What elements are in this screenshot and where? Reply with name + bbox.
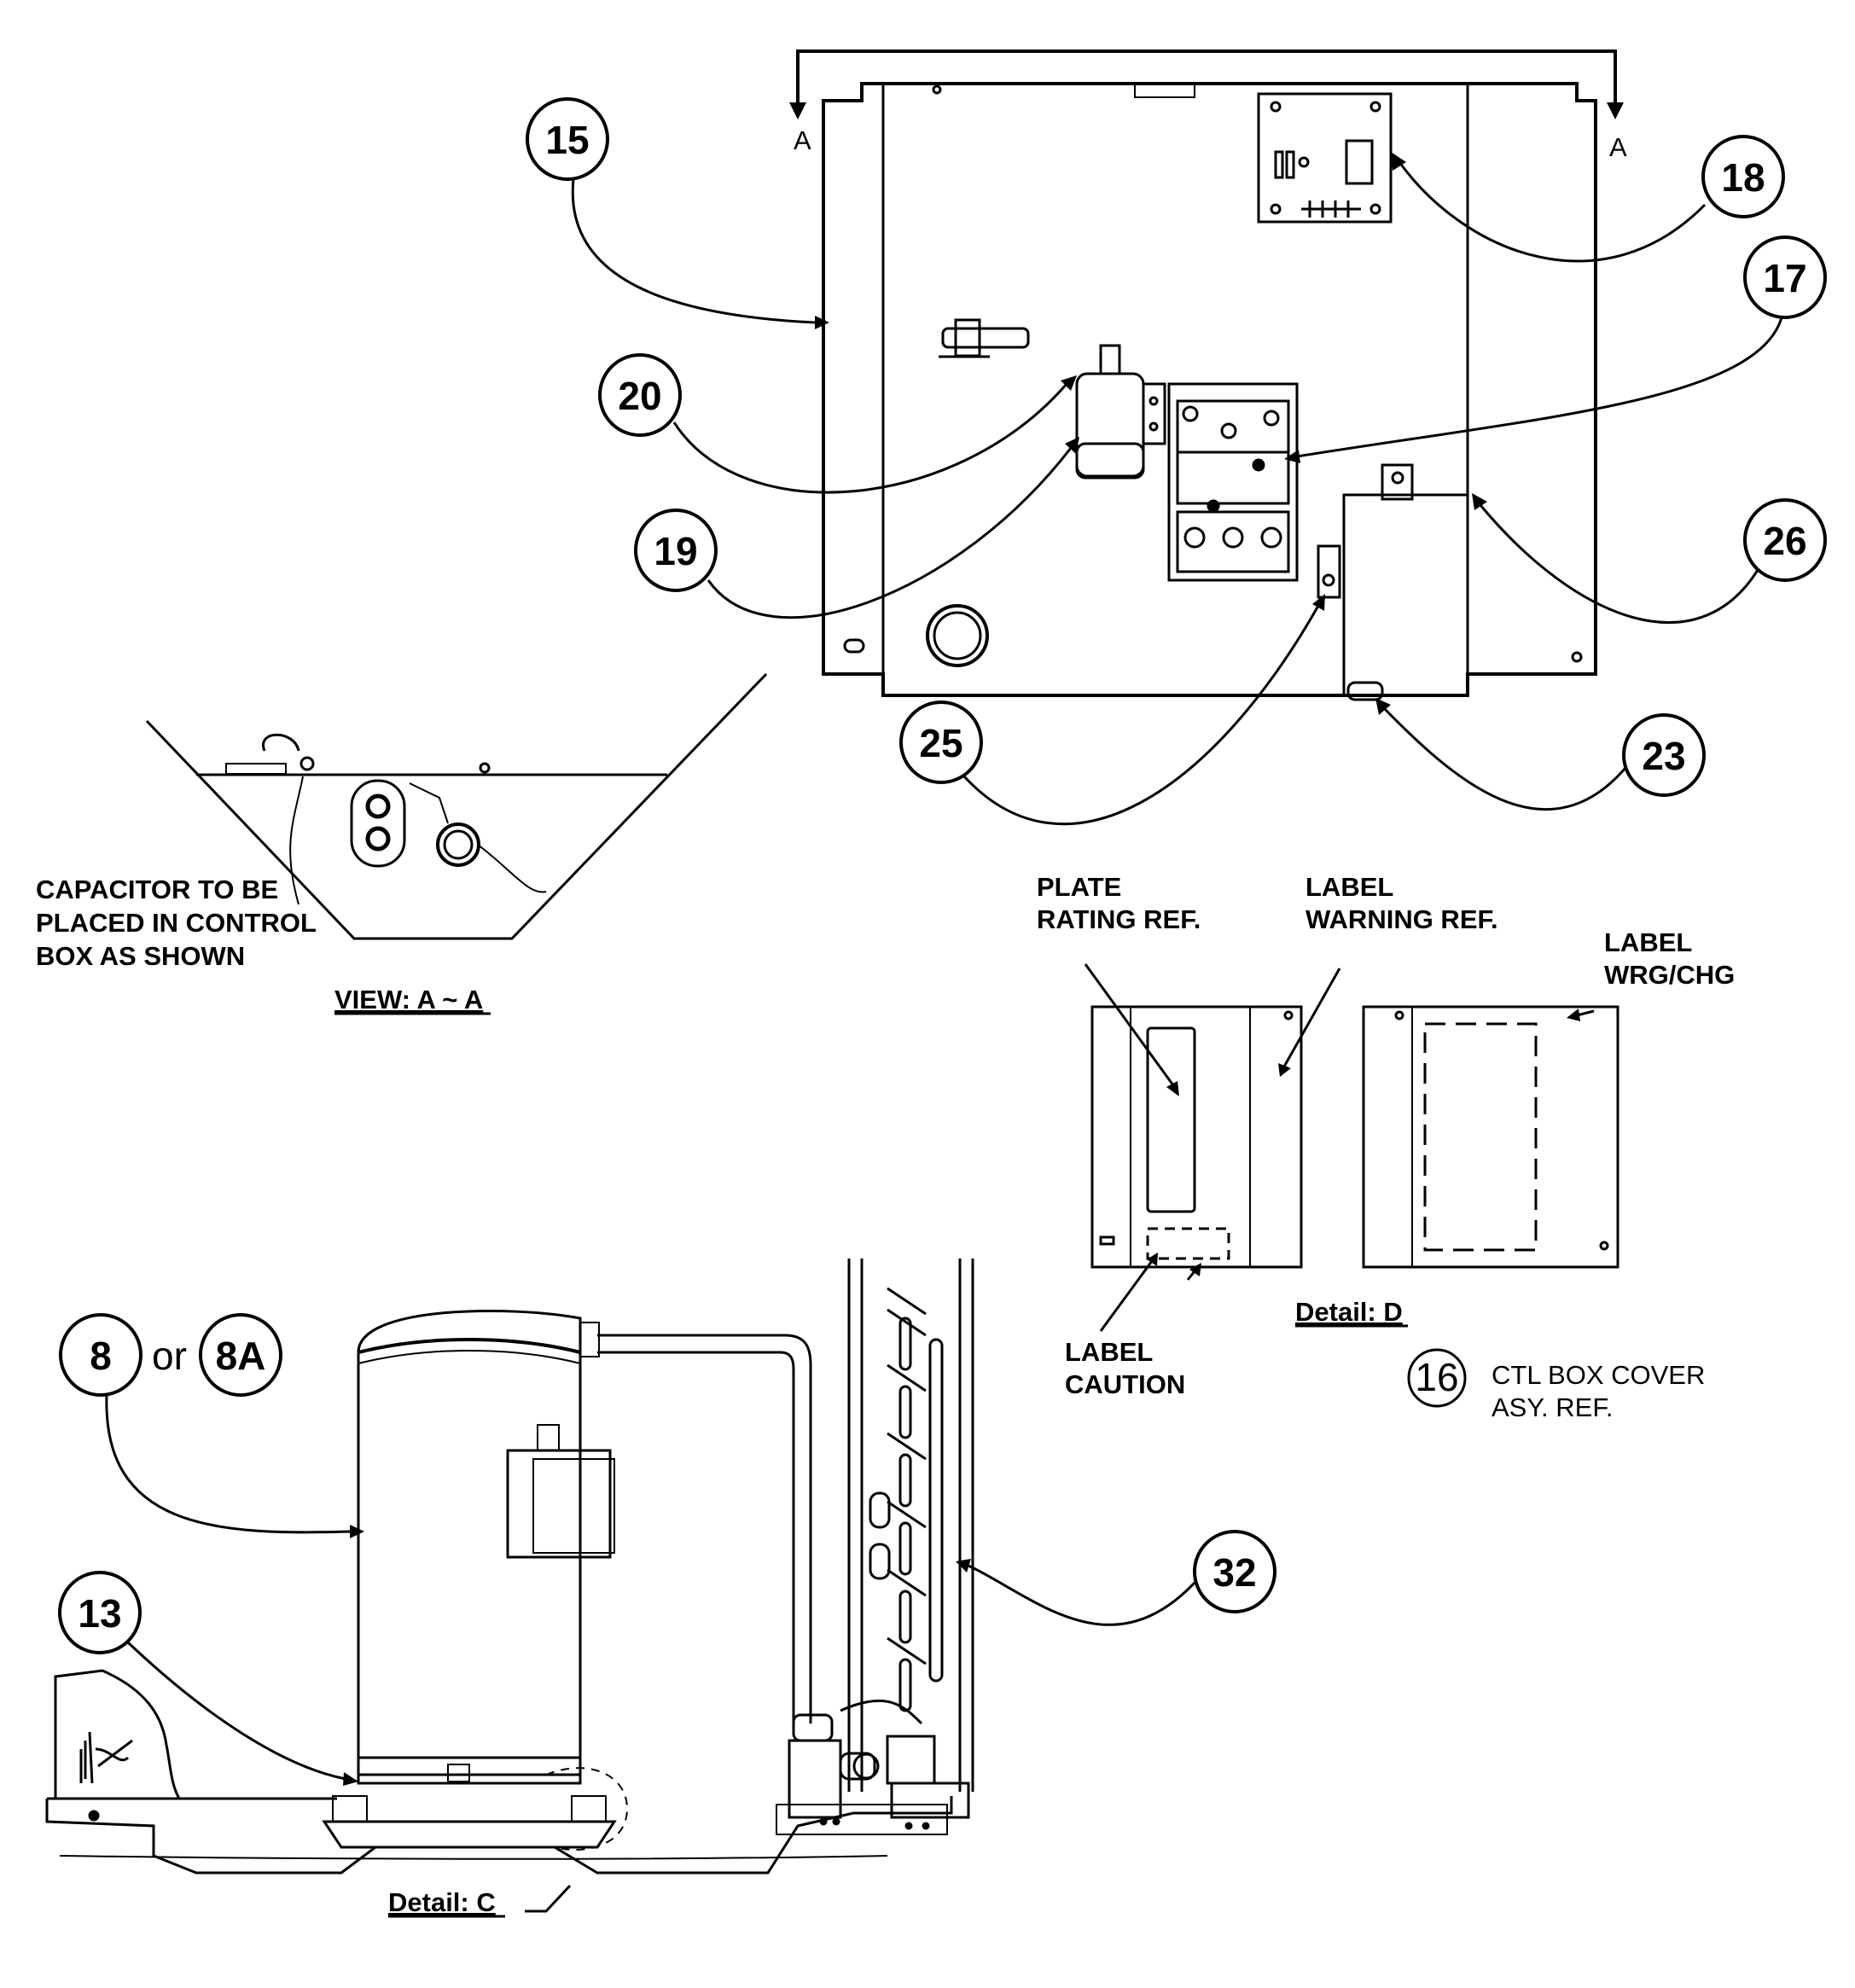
view-a-a xyxy=(145,672,768,940)
svg-text:8: 8 xyxy=(90,1334,112,1378)
callout-17: 17 xyxy=(1284,235,1827,463)
capacitor-note-line-3: BOX AS SHOWN xyxy=(36,941,245,971)
svg-text:8A: 8A xyxy=(216,1334,266,1378)
view-a-a-note: CAPACITOR TO BE PLACED IN CONTROL BOX AS… xyxy=(36,875,491,1015)
label-wrg-2: WRG/CHG xyxy=(1604,960,1735,990)
callout-26: 26 xyxy=(1472,493,1827,624)
svg-text:32: 32 xyxy=(1212,1550,1256,1595)
detail-d-title: Detail: D xyxy=(1295,1297,1403,1327)
label-warning-1: LABEL xyxy=(1305,872,1393,902)
or-connector: or xyxy=(152,1334,187,1378)
svg-text:25: 25 xyxy=(919,721,962,765)
callout-13: 13 xyxy=(58,1571,358,1786)
capacitor-note-line-1: CAPACITOR TO BE xyxy=(36,875,278,904)
svg-text:17: 17 xyxy=(1763,256,1806,300)
callout-32: 32 xyxy=(956,1530,1276,1626)
svg-text:15: 15 xyxy=(545,118,589,162)
callout-20: 20 xyxy=(598,353,1077,494)
label-caution-2: CAUTION xyxy=(1065,1369,1185,1399)
plate-rating-label-2: RATING REF. xyxy=(1037,904,1201,934)
view-a-a-title: VIEW: A ~ A xyxy=(334,985,483,1014)
label-caution-1: LABEL xyxy=(1065,1337,1153,1367)
callout-18: 18 xyxy=(1391,135,1785,263)
svg-text:19: 19 xyxy=(654,529,697,573)
svg-text:20: 20 xyxy=(618,374,661,418)
control-box-panel: A A xyxy=(789,49,1627,701)
cover-asy-line-2: ASY. REF. xyxy=(1492,1392,1613,1422)
svg-text:23: 23 xyxy=(1642,734,1685,778)
svg-text:13: 13 xyxy=(78,1591,121,1636)
compressor-assembly xyxy=(45,1258,974,1875)
callout-15: 15 xyxy=(526,97,829,329)
callout-23: 23 xyxy=(1375,698,1706,811)
cover-asy-line-1: CTL BOX COVER xyxy=(1492,1360,1705,1390)
label-warning-2: WARNING REF. xyxy=(1305,904,1498,934)
callout-8: 8 xyxy=(59,1313,364,1538)
detail-c: Detail: C xyxy=(388,1884,572,1918)
plate-rating-label-1: PLATE xyxy=(1037,872,1121,902)
svg-text:16: 16 xyxy=(1415,1355,1458,1399)
label-wrg-1: LABEL xyxy=(1604,927,1692,957)
callout-25: 25 xyxy=(899,594,1325,826)
svg-text:26: 26 xyxy=(1763,519,1806,563)
callout-8a: 8A xyxy=(199,1313,282,1397)
detail-d: PLATE RATING REF. LABEL WARNING REF. LAB… xyxy=(1037,872,1735,1399)
section-marker-right: A xyxy=(1609,132,1627,162)
callout-16: 16 CTL BOX COVER ASY. REF. xyxy=(1407,1348,1705,1422)
section-marker-left: A xyxy=(794,125,811,155)
detail-c-title: Detail: C xyxy=(388,1887,496,1917)
svg-text:18: 18 xyxy=(1721,155,1765,200)
callout-19: 19 xyxy=(634,437,1079,619)
capacitor-note-line-2: PLACED IN CONTROL xyxy=(36,908,317,938)
